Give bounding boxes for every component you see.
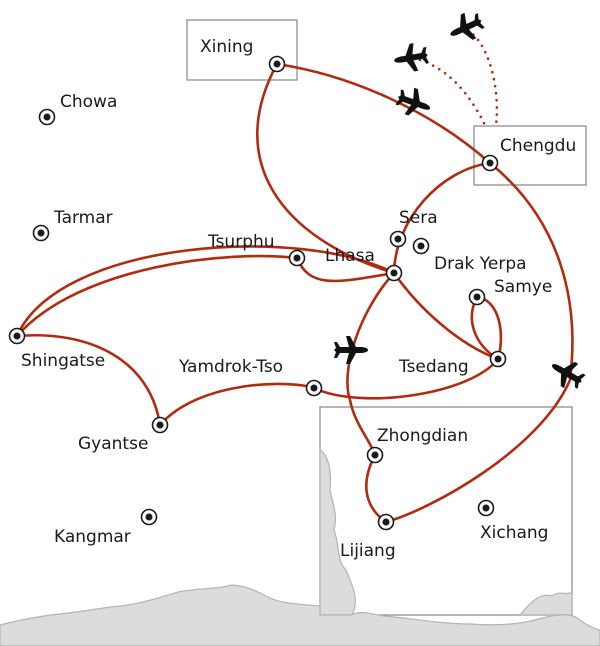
route-chengdu-lijiang <box>384 161 574 524</box>
city-tarmar[interactable]: Tarmar <box>32 208 113 242</box>
plane-icon <box>334 336 368 364</box>
city-tsurphu[interactable]: Tsurphu <box>207 232 306 267</box>
city-label-drak-yerpa: Drak Yerpa <box>434 254 527 274</box>
route-lhasa-tsurphu <box>295 256 396 283</box>
plane-icon <box>394 43 430 72</box>
city-lhasa[interactable]: Lhasa <box>325 246 403 282</box>
city-chengdu[interactable]: Chengdu <box>481 136 577 172</box>
city-label-kangmar: Kangmar <box>54 527 131 547</box>
city-label-tsedang: Tsedang <box>398 357 469 377</box>
city-sera[interactable]: Sera <box>389 208 438 248</box>
city-lijiang[interactable]: Lijiang <box>340 513 396 562</box>
plane-icon <box>450 12 485 40</box>
route-lhasa-tsedang <box>392 271 500 361</box>
city-chowa[interactable]: Chowa <box>38 92 118 126</box>
route-shingatse-gyantse <box>15 333 162 427</box>
city-label-xining: Xining <box>200 37 253 57</box>
plane-icon <box>551 361 586 389</box>
city-label-shingatse: Shingatse <box>21 351 105 371</box>
city-tsedang[interactable]: Tsedang <box>398 350 507 378</box>
flight-dotted-2 <box>466 28 499 127</box>
city-label-xichang: Xichang <box>480 523 548 543</box>
inset-land-west <box>319 448 356 616</box>
city-label-chengdu: Chengdu <box>500 136 576 156</box>
city-drak-yerpa[interactable]: Drak Yerpa <box>412 237 527 275</box>
route-lhasa-shingatse <box>15 245 396 338</box>
city-label-tsurphu: Tsurphu <box>207 232 275 252</box>
city-label-gyantse: Gyantse <box>78 434 148 454</box>
inset-region <box>319 406 573 616</box>
inset-land-south <box>518 590 573 616</box>
city-xichang[interactable]: Xichang <box>477 499 549 544</box>
city-label-tarmar: Tarmar <box>53 208 113 228</box>
city-samye[interactable]: Samye <box>468 277 553 306</box>
route-samye-tsedang-b <box>475 295 503 361</box>
route-zhongdian-lijiang <box>365 453 388 524</box>
plane-icon <box>395 87 431 116</box>
route-xining-chengdu <box>275 62 492 165</box>
city-label-zhongdian: Zhongdian <box>377 426 468 446</box>
city-label-samye: Samye <box>494 277 552 297</box>
city-gyantse[interactable]: Gyantse <box>78 416 169 455</box>
flight-dotted-1 <box>418 58 487 127</box>
land-south <box>0 584 600 646</box>
route-chengdu-lhasa <box>392 161 492 275</box>
city-label-lhasa: Lhasa <box>325 246 375 266</box>
route-tsurphu-shingatse <box>15 254 299 338</box>
city-label-yamdrok-tso: Yamdrok-Tso <box>178 357 283 377</box>
city-yamdrok-tso[interactable]: Yamdrok-Tso <box>178 357 323 397</box>
city-zhongdian[interactable]: Zhongdian <box>366 426 469 464</box>
route-lhasa-zhongdian <box>346 271 396 457</box>
city-kangmar[interactable]: Kangmar <box>54 508 158 548</box>
city-shingatse[interactable]: Shingatse <box>8 327 106 372</box>
plane-icons <box>334 12 586 389</box>
city-label-chowa: Chowa <box>60 92 117 112</box>
city-label-sera: Sera <box>399 208 438 228</box>
route-xining-lhasa <box>256 62 396 275</box>
city-label-lijiang: Lijiang <box>340 541 396 561</box>
city-xining[interactable]: Xining <box>200 37 286 73</box>
